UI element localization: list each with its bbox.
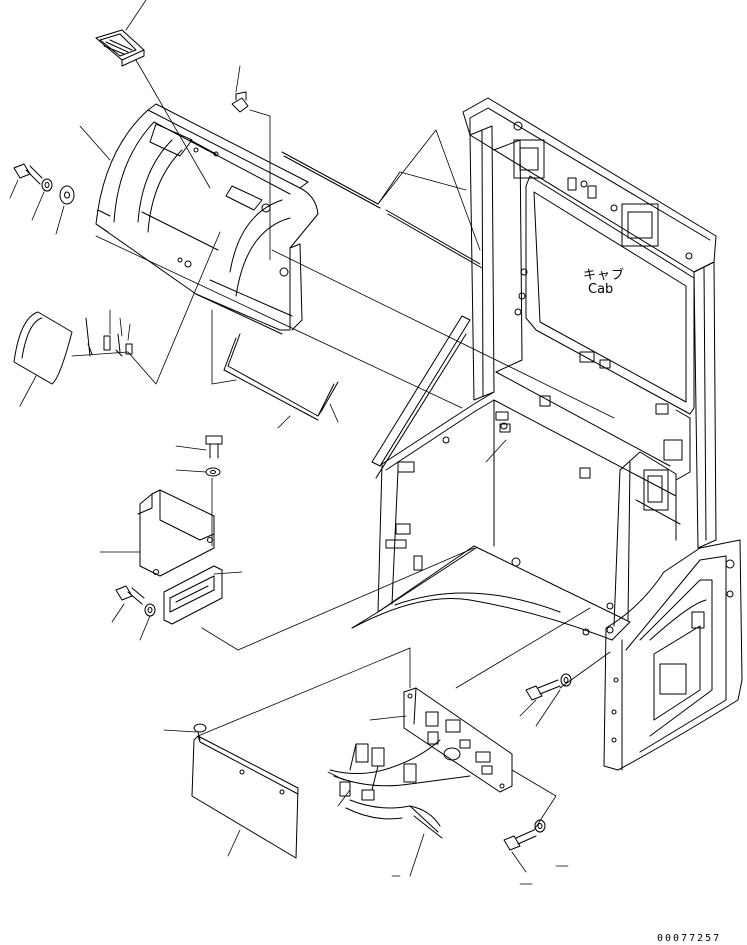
bracket-assembly: [116, 436, 222, 624]
electrical-panel-assembly: [330, 688, 512, 838]
seal-rods: [224, 152, 482, 420]
fasteners-bottom-right: [504, 674, 571, 850]
drawing-number: 00077257: [657, 933, 722, 944]
dashboard-cover-assembly: [14, 30, 318, 384]
cab-frame: [352, 98, 742, 770]
cab-label-english: Cab: [588, 282, 614, 297]
lower-cover-assembly: [192, 724, 298, 858]
callout-leaders: [10, 0, 614, 884]
cab-label-japanese: キャブ: [583, 268, 626, 283]
